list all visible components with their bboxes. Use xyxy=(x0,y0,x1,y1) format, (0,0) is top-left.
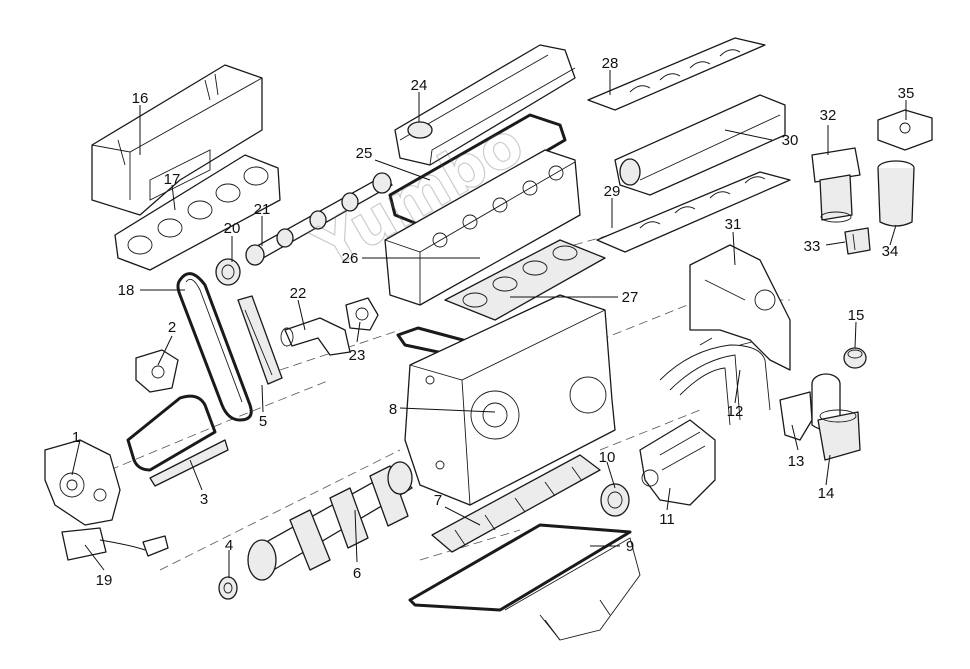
callout-12: 12 xyxy=(727,403,744,420)
callout-32: 32 xyxy=(820,107,837,124)
cylinder-head-part[interactable] xyxy=(384,149,581,306)
chain-tensioner-part[interactable] xyxy=(135,349,179,393)
callout-9: 9 xyxy=(626,538,634,555)
injection-pump-part[interactable] xyxy=(639,419,716,506)
callout-19: 19 xyxy=(96,572,113,589)
callout-6: 6 xyxy=(353,565,361,582)
callout-13: 13 xyxy=(788,453,805,470)
callout-5: 5 xyxy=(259,413,267,430)
callout-14: 14 xyxy=(818,485,835,502)
callout-1: 1 xyxy=(72,429,80,446)
camshaft-part[interactable] xyxy=(245,172,393,266)
chain-guide-part[interactable] xyxy=(237,295,283,385)
callout-10: 10 xyxy=(599,449,616,466)
sensor-block-part[interactable] xyxy=(877,109,933,151)
callout-35: 35 xyxy=(898,85,915,102)
rear-seal-part[interactable] xyxy=(600,483,630,517)
callout-21: 21 xyxy=(254,201,271,218)
callout-26: 26 xyxy=(342,250,359,267)
fuel-filter-part[interactable] xyxy=(811,147,861,223)
callout-27: 27 xyxy=(622,289,639,306)
lower-shield-plate-part[interactable] xyxy=(596,171,791,253)
callout-31: 31 xyxy=(725,216,742,233)
callout-labels: 1 2 3 4 5 6 7 8 9 10 11 12 13 14 15 16 1… xyxy=(72,55,915,589)
injector-lines-part[interactable] xyxy=(659,337,771,426)
callout-3: 3 xyxy=(200,491,208,508)
coolant-elbow-part[interactable] xyxy=(280,317,351,356)
crankshaft-part[interactable] xyxy=(247,461,413,581)
callout-15: 15 xyxy=(848,307,865,324)
valve-cover-part[interactable] xyxy=(394,44,576,166)
callout-22: 22 xyxy=(290,285,307,302)
bearing-ladder-part[interactable] xyxy=(431,454,601,553)
crank-sprocket-part[interactable] xyxy=(218,576,238,600)
timing-cover-gasket-part[interactable] xyxy=(126,394,229,487)
callout-8: 8 xyxy=(389,401,397,418)
oil-pickup-part[interactable] xyxy=(61,527,169,561)
callout-2: 2 xyxy=(168,319,176,336)
callout-28: 28 xyxy=(602,55,619,72)
callout-17: 17 xyxy=(164,171,181,188)
seal-ring-part[interactable] xyxy=(215,258,241,286)
callout-30: 30 xyxy=(782,132,799,149)
leader-lines xyxy=(71,70,907,578)
oil-pan-part[interactable] xyxy=(504,537,641,641)
filter-bracket-part[interactable] xyxy=(844,227,871,255)
callout-34: 34 xyxy=(882,243,899,260)
callout-24: 24 xyxy=(411,77,428,94)
exhaust-manifold-part[interactable] xyxy=(114,154,281,271)
filler-cap-part[interactable] xyxy=(843,347,867,369)
callout-33: 33 xyxy=(804,238,821,255)
callout-25: 25 xyxy=(356,145,373,162)
callout-4: 4 xyxy=(225,537,233,554)
oil-filter-part[interactable] xyxy=(817,409,861,461)
engine-block-part[interactable] xyxy=(404,294,616,506)
intake-manifold-part[interactable] xyxy=(614,94,786,196)
valve-cover-gasket-part[interactable] xyxy=(388,113,567,227)
oil-pump-part[interactable] xyxy=(44,439,121,526)
heat-shield-part[interactable] xyxy=(91,64,263,216)
upper-shield-plate-part[interactable] xyxy=(587,37,766,111)
timing-chain-part[interactable] xyxy=(176,272,253,422)
secondary-filter-part[interactable] xyxy=(877,160,915,227)
callout-11: 11 xyxy=(659,511,675,528)
callout-23: 23 xyxy=(349,347,366,364)
callout-16: 16 xyxy=(132,90,149,107)
callout-20: 20 xyxy=(224,220,241,237)
callout-29: 29 xyxy=(604,183,621,200)
callout-18: 18 xyxy=(118,282,135,299)
thermostat-housing-part[interactable] xyxy=(345,297,379,331)
oil-pan-gasket-part[interactable] xyxy=(408,523,632,612)
timing-cover-part[interactable] xyxy=(689,244,791,371)
head-gasket-part[interactable] xyxy=(444,239,606,321)
callout-7: 7 xyxy=(434,492,442,509)
